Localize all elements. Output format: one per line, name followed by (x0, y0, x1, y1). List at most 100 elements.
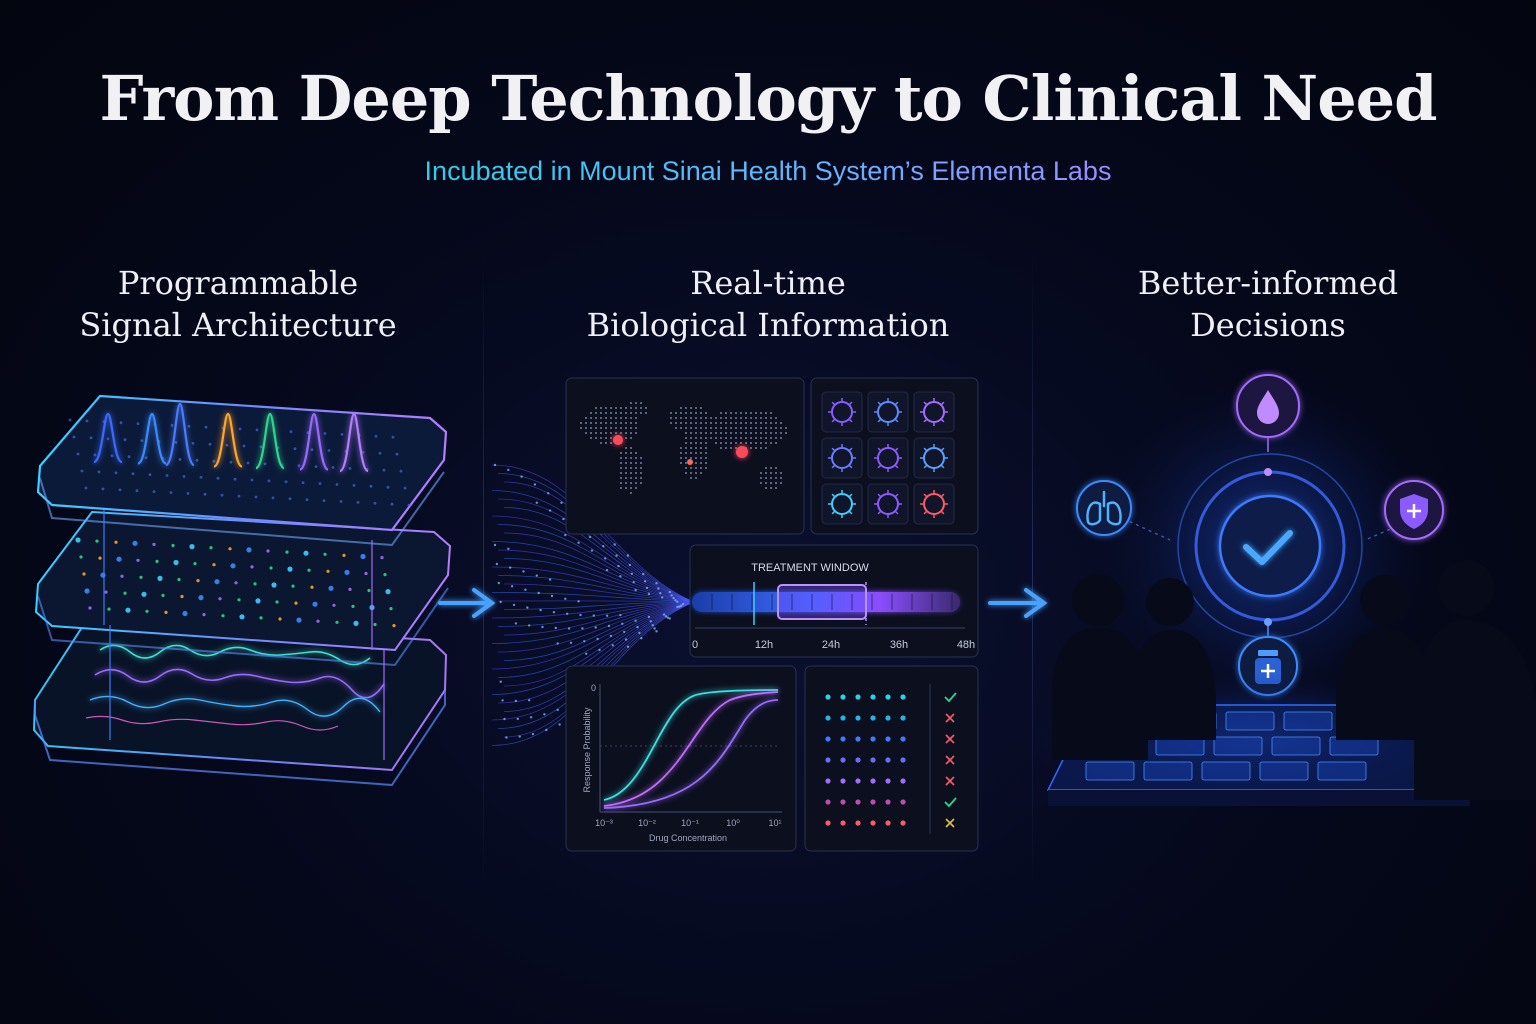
map-dot (770, 472, 772, 474)
grid-dot (266, 549, 270, 553)
map-dot (710, 422, 712, 424)
table-display-tile (1143, 761, 1193, 781)
map-dot (705, 417, 707, 419)
map-dot (770, 482, 772, 484)
map-dot (615, 432, 617, 434)
stream-particle (630, 572, 633, 575)
grid-dot (209, 546, 213, 550)
grid-dot (348, 467, 352, 470)
grid-dot (310, 448, 314, 451)
grid-dot (328, 585, 334, 591)
map-dot (725, 447, 727, 449)
grid-dot (233, 477, 237, 481)
stream-particle (643, 580, 647, 583)
map-dot (745, 432, 747, 434)
map-dot (700, 467, 702, 469)
map-dot (625, 467, 627, 469)
stream-particle (659, 592, 662, 595)
map-dot (730, 432, 732, 434)
dose-response-curve (603, 689, 779, 801)
grid-dot (195, 458, 199, 462)
map-dot (635, 417, 637, 419)
matrix-dot (855, 820, 861, 826)
treatment-window-panel: TREATMENT WINDOW 0 12h 24h 36h 48h (689, 544, 979, 658)
stream-particle (681, 602, 685, 606)
virus-spike (940, 401, 945, 406)
matrix-dot (885, 715, 891, 721)
grid-dot (395, 452, 399, 456)
map-dot (765, 427, 767, 429)
person-silhouette (1052, 574, 1148, 760)
map-dot (720, 437, 722, 439)
map-dot (760, 432, 762, 434)
grid-dot (386, 485, 390, 489)
grid-dot (373, 622, 377, 627)
matrix-dot (825, 778, 831, 784)
grid-dot (389, 607, 393, 611)
medicine-bottle-icon (1258, 650, 1278, 656)
map-dot (775, 487, 777, 489)
map-dot (680, 407, 682, 409)
map-dot (775, 427, 777, 429)
map-dot (610, 422, 612, 424)
map-dot (775, 437, 777, 439)
stream-particle (623, 630, 626, 634)
grid-dot (271, 582, 277, 588)
x-tick-label: 10⁻³ (595, 818, 613, 828)
stream-particle (615, 554, 618, 557)
map-dot (695, 427, 697, 429)
column-title-line: Signal Architecture (79, 306, 397, 344)
map-dot (680, 462, 682, 464)
matrix-dot (855, 757, 861, 763)
map-dot (620, 407, 622, 409)
map-dot (715, 422, 717, 424)
grid-dot (285, 550, 289, 554)
map-dot (635, 472, 637, 474)
cross-icon (945, 713, 955, 723)
timeline-tick: 12h (755, 639, 773, 651)
stream-particle (548, 578, 552, 581)
map-dot (690, 477, 692, 479)
map-dot (725, 427, 727, 429)
grid-dot (76, 452, 80, 456)
grid-dot (255, 598, 261, 604)
stream-particle (619, 575, 622, 578)
grid-dot (104, 590, 108, 594)
stream-particle (626, 554, 630, 557)
map-dot (770, 437, 772, 439)
map-dot (765, 482, 767, 484)
page-title: From Deep Technology to Clinical Need (99, 62, 1438, 135)
grid-dot (322, 499, 326, 502)
map-dot (755, 417, 757, 419)
pathogen-grid-panel (810, 377, 979, 535)
map-dot (690, 472, 692, 474)
grid-dot (253, 582, 257, 586)
map-dot (585, 422, 587, 424)
grid-dot (199, 475, 203, 479)
stream-particle (579, 613, 582, 617)
map-dot (780, 472, 782, 474)
map-dot (580, 427, 582, 429)
map-dot (630, 432, 632, 434)
map-dot (705, 457, 707, 459)
grid-dot (327, 449, 331, 452)
grid-dot (84, 588, 90, 594)
stream-particle (626, 645, 630, 648)
stream-line (503, 601, 695, 610)
map-dot (740, 422, 742, 424)
map-dot (625, 487, 627, 489)
map-dot (770, 422, 772, 424)
grid-dot (351, 604, 355, 609)
grid-dot (204, 425, 208, 429)
stream-line (491, 601, 695, 695)
check-icon (944, 797, 957, 808)
map-dot (750, 437, 752, 439)
grid-dot (242, 444, 246, 448)
grid-dot (237, 494, 241, 498)
virus-spike (923, 510, 928, 515)
map-dot (625, 432, 627, 434)
map-dot (680, 457, 682, 459)
stream-line (503, 532, 695, 603)
map-dot (635, 427, 637, 429)
map-dot (750, 427, 752, 429)
